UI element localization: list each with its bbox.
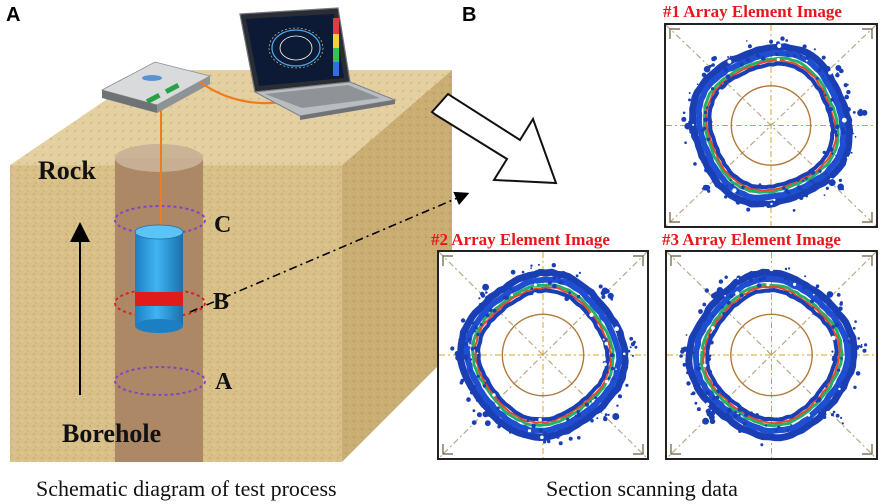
right-caption: Section scanning data xyxy=(546,476,738,501)
laptop-icon xyxy=(239,7,397,120)
soil-side-face xyxy=(342,70,452,462)
rock-label: Rock xyxy=(38,156,96,185)
scan-corner-brackets xyxy=(670,255,873,455)
section-ellipse-a xyxy=(114,366,206,396)
large-outline-arrow xyxy=(430,92,558,185)
scan-ring xyxy=(679,266,868,447)
array-element-image-3 xyxy=(665,250,878,460)
scan-title-2: #2 Array Element Image xyxy=(431,230,610,249)
projection-arrow xyxy=(189,191,470,313)
probe-red-band xyxy=(135,292,183,306)
scan-inner-circle xyxy=(730,85,812,166)
test-process-schematic: C B A Rock Borehole xyxy=(10,7,558,462)
panel-b-label: B xyxy=(462,4,477,26)
scan-corner-brackets xyxy=(669,28,873,223)
panel-a-label: A xyxy=(6,4,21,26)
borehole-label: Borehole xyxy=(62,419,161,448)
level-b-label: B xyxy=(213,289,229,315)
scan-inner-circle xyxy=(730,313,813,397)
scan-ring xyxy=(450,263,638,446)
scan-ring xyxy=(681,36,868,212)
scanning-probe xyxy=(134,224,184,333)
data-acquisition-box xyxy=(100,61,212,113)
borehole-opening xyxy=(115,144,203,172)
scan-title-3: #3 Array Element Image xyxy=(662,230,841,249)
level-c-label: C xyxy=(214,212,231,238)
array-element-image-1 xyxy=(664,23,878,228)
scan-title-1: #1 Array Element Image xyxy=(663,2,842,21)
scan-inner-circle xyxy=(501,313,585,397)
level-a-label: A xyxy=(215,369,233,395)
left-caption: Schematic diagram of test process xyxy=(36,476,337,501)
scan-corner-brackets xyxy=(442,255,644,455)
array-element-image-2 xyxy=(437,250,649,460)
